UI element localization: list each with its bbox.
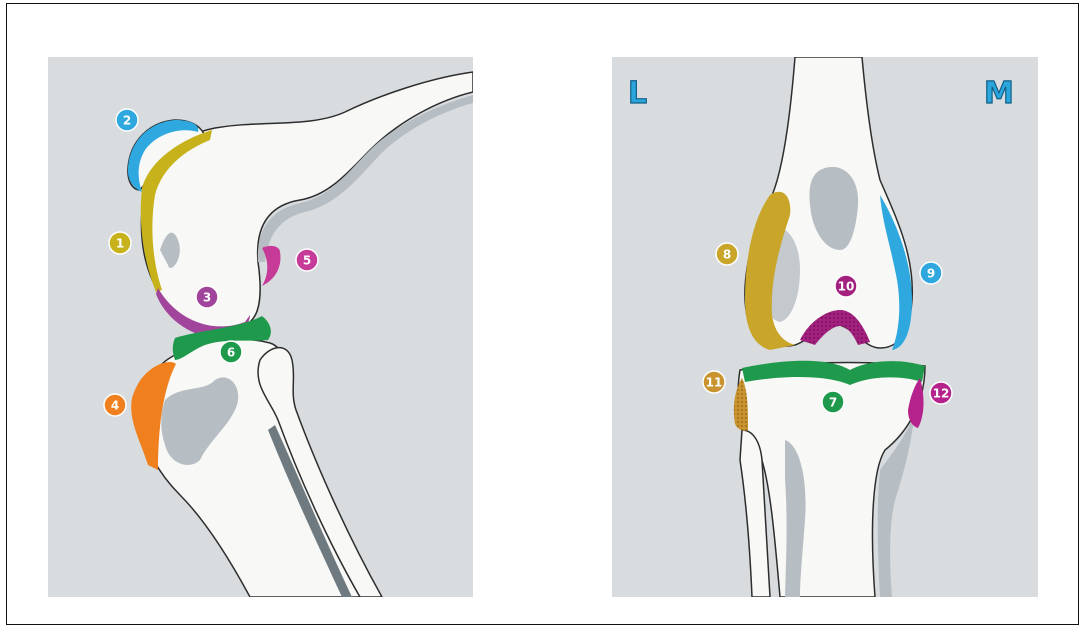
frontal-view-panel bbox=[612, 57, 1038, 597]
marker-12: 12 bbox=[930, 382, 952, 404]
marker-6: 6 bbox=[220, 341, 242, 363]
marker-label: 9 bbox=[927, 267, 935, 281]
marker-7: 7 bbox=[822, 391, 844, 413]
marker-2: 2 bbox=[116, 109, 138, 131]
marker-4: 4 bbox=[104, 394, 126, 416]
marker-label: 6 bbox=[227, 346, 235, 360]
marker-9: 9 bbox=[920, 262, 942, 284]
marker-5: 5 bbox=[296, 249, 318, 271]
marker-8: 8 bbox=[716, 243, 738, 265]
marker-label: 3 bbox=[203, 291, 211, 305]
marker-3: 3 bbox=[196, 286, 218, 308]
lateral-view-panel bbox=[48, 57, 473, 597]
marker-label: 8 bbox=[723, 248, 731, 262]
marker-label: 7 bbox=[829, 396, 837, 410]
marker-label: 5 bbox=[303, 254, 311, 268]
marker-label: 12 bbox=[933, 387, 950, 401]
marker-11: 11 bbox=[703, 371, 725, 393]
lateral-side-label: L bbox=[628, 76, 647, 111]
marker-1: 1 bbox=[109, 232, 131, 254]
marker-label: 1 bbox=[116, 237, 124, 251]
marker-10: 10 bbox=[835, 275, 857, 297]
marker-label: 2 bbox=[123, 114, 131, 128]
marker-label: 10 bbox=[838, 280, 855, 294]
marker-label: 11 bbox=[706, 376, 723, 390]
marker-label: 4 bbox=[111, 399, 119, 413]
medial-side-label: M bbox=[984, 76, 1014, 111]
